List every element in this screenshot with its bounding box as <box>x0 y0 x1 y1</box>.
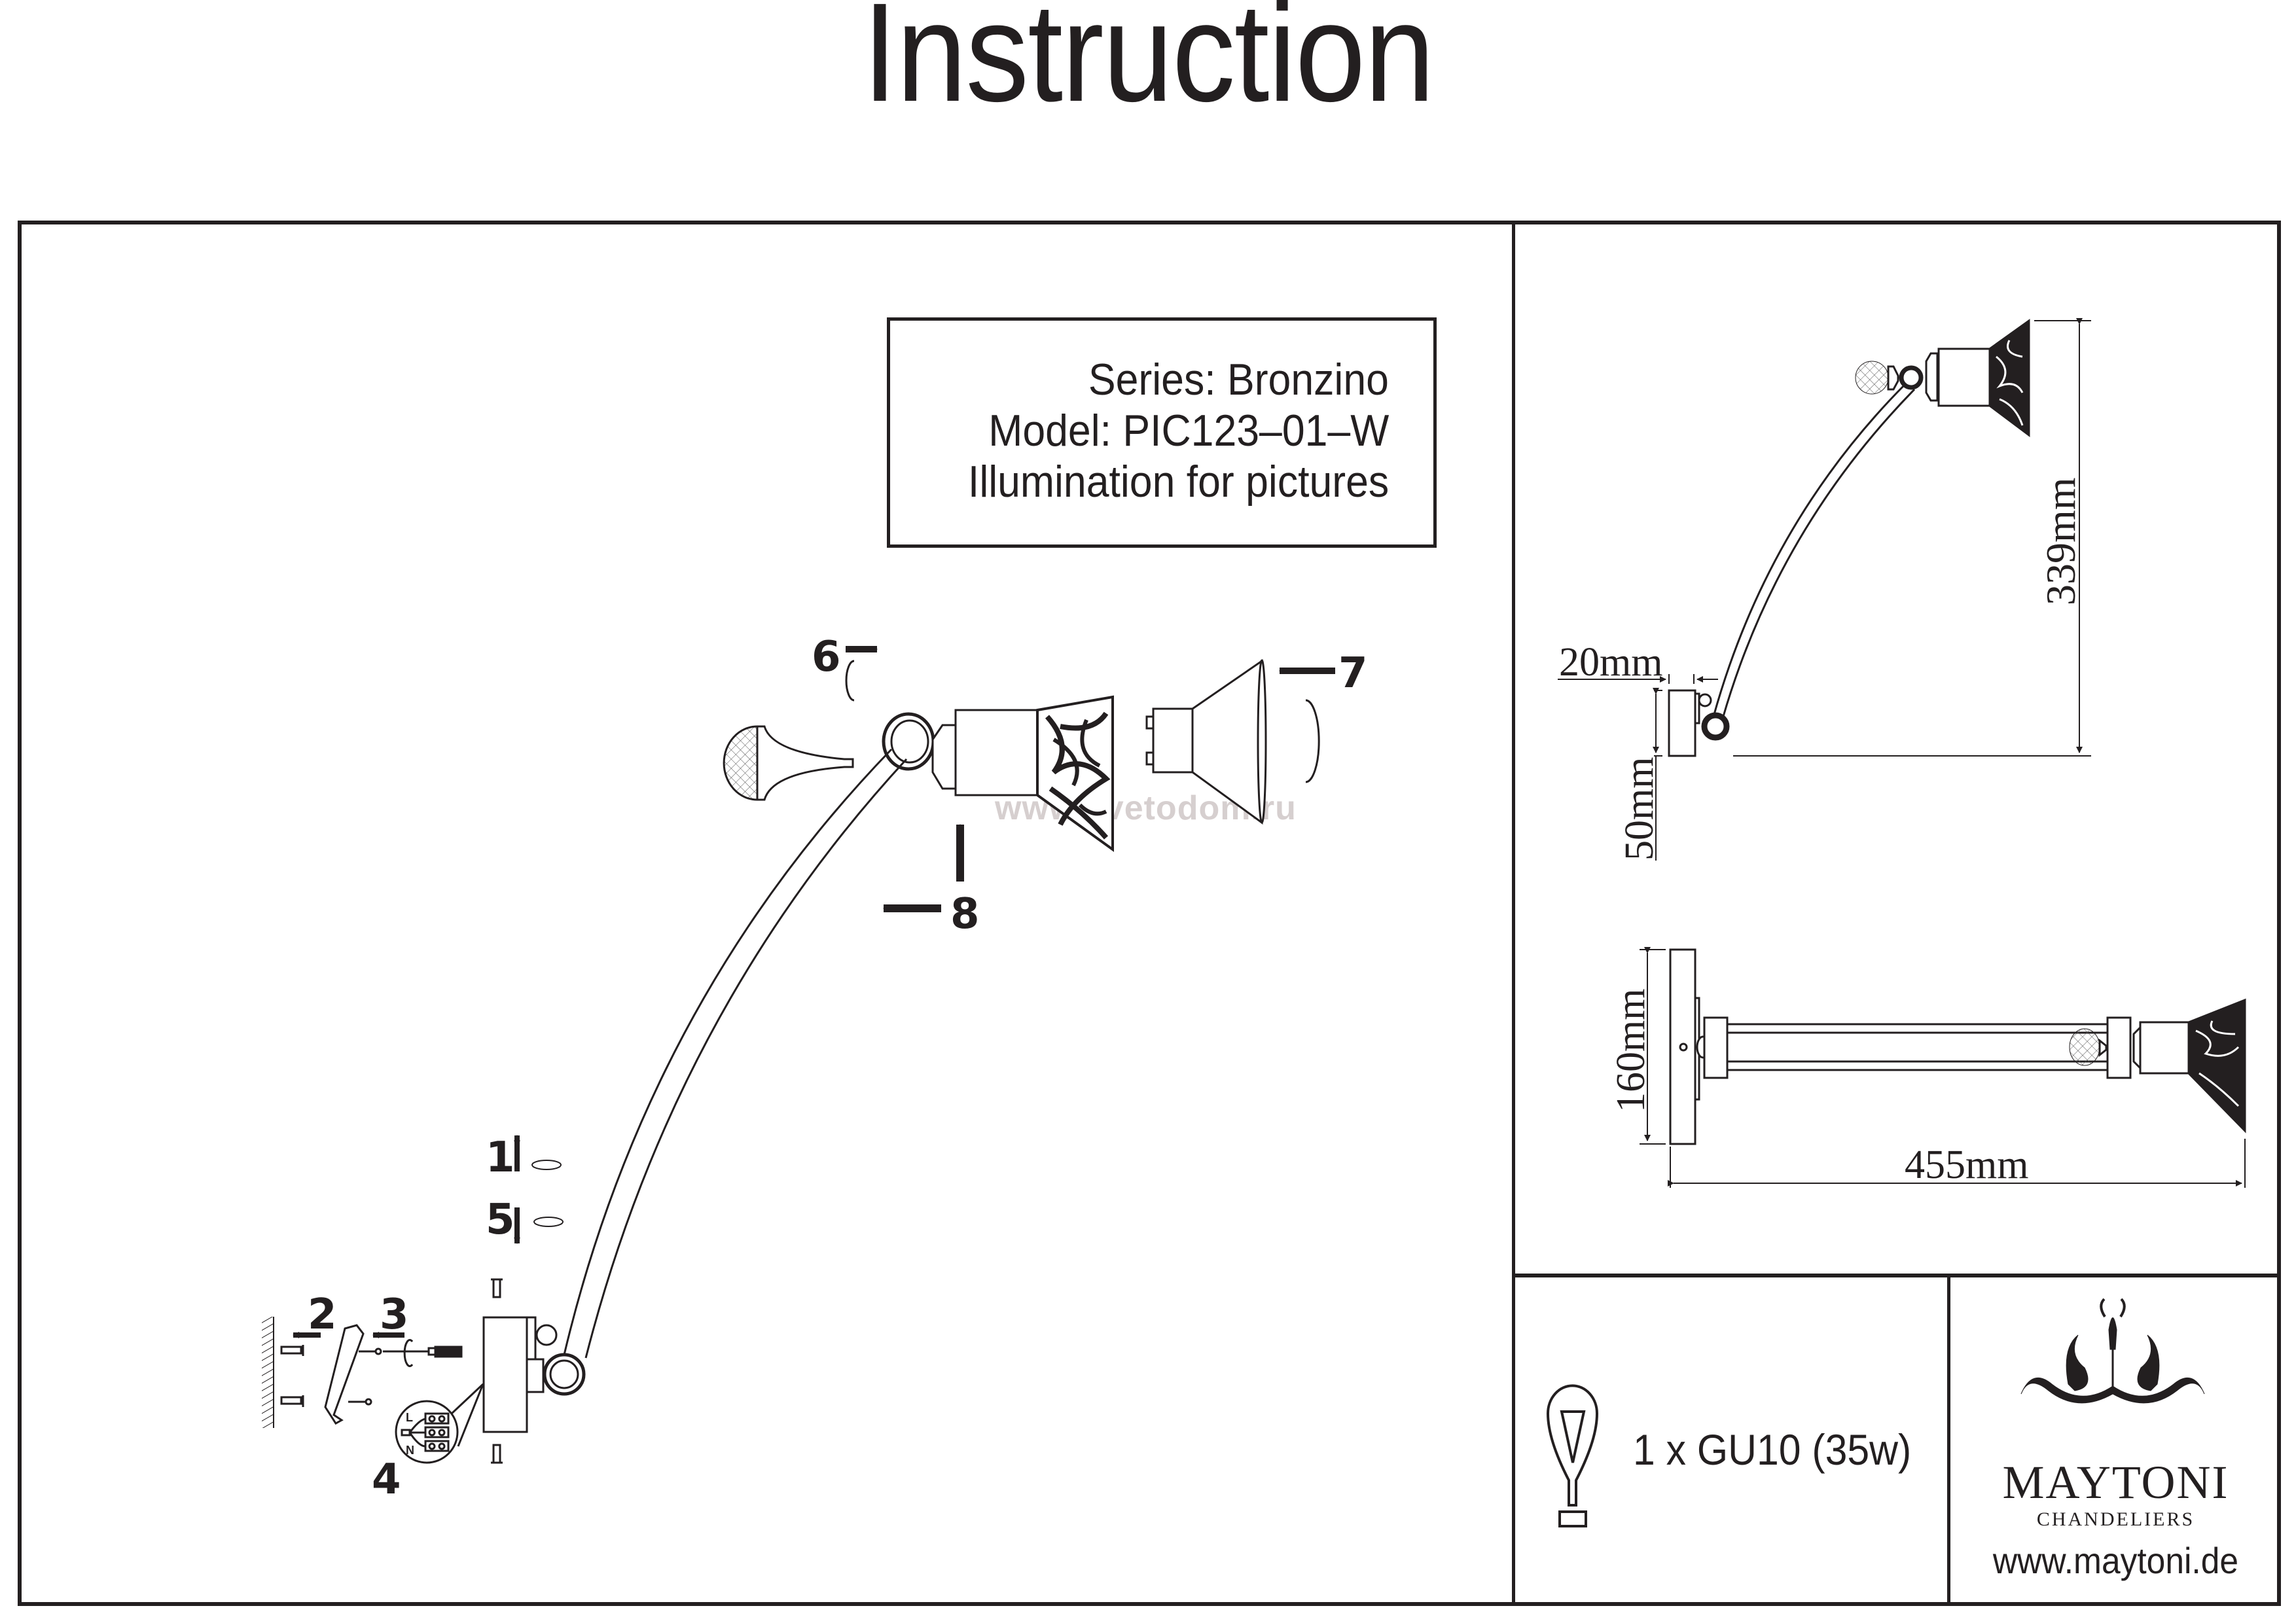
content-frame <box>18 221 2281 1606</box>
model-label: Model: PIC123–01–W <box>988 406 1389 455</box>
decorative-shade <box>1036 695 1114 852</box>
terminal-block-detail <box>395 1383 484 1464</box>
step-5-label: 5 <box>486 1196 515 1244</box>
base-height-dimension <box>1653 688 1662 861</box>
base-height-dimension-label: 50mm <box>1617 757 1662 861</box>
crystal-finial-icon <box>723 725 854 801</box>
step-3-label: 3 <box>380 1291 409 1339</box>
plate-width-dimension <box>1640 947 1666 1145</box>
top-view-drawing <box>1669 948 2246 1145</box>
wall-hatch <box>262 1317 274 1428</box>
product-info-box: Series: Bronzino Model: PIC123–01–W Illu… <box>887 317 1437 548</box>
step-7-label: 7 <box>1338 649 1368 698</box>
brand-url[interactable]: www.maytoni.de <box>1992 1540 2239 1581</box>
neutral-terminal-label: N <box>406 1444 414 1457</box>
gu10-bulb-icon <box>1145 659 1267 825</box>
length-dimension <box>1668 1139 2246 1188</box>
panel-divider-footer <box>1947 1274 1950 1606</box>
step-2-label: 2 <box>308 1291 337 1339</box>
height-dimension-label: 339mm <box>2037 477 2084 605</box>
offset-dimension <box>1558 674 1718 684</box>
screws-icon <box>348 1347 382 1406</box>
step-4-label: 4 <box>372 1455 401 1504</box>
step-5-rotate-icon <box>533 1217 564 1227</box>
step-1-label: 1 <box>486 1133 515 1182</box>
live-terminal-label: L <box>406 1411 413 1424</box>
bulb-spec-label: 1 x GU10 (35w) <box>1633 1425 1912 1474</box>
wall-box <box>482 1316 558 1433</box>
wall-plugs-icon <box>280 1345 304 1407</box>
step-8-label: 8 <box>950 890 980 938</box>
step-6-rotate-icon <box>845 660 855 702</box>
offset-dimension-label: 20mm <box>1559 640 1662 685</box>
lamp-holder <box>931 709 1039 796</box>
step-7-rotate-icon <box>1305 699 1320 783</box>
brand-subtitle: CHANDELIERS <box>2036 1508 2195 1530</box>
step-1-rotate-icon <box>531 1160 562 1170</box>
box-screws-icon <box>491 1278 503 1464</box>
plate-width-dimension-label: 160mm <box>1609 989 1653 1113</box>
light-bulb-icon <box>1546 1384 1599 1527</box>
mounting-bracket-icon <box>324 1324 365 1425</box>
lamp-arm <box>563 748 908 1359</box>
step-6-label: 6 <box>812 633 841 681</box>
screwdriver-icon <box>383 1339 463 1367</box>
description-label: Illumination for pictures <box>967 457 1389 507</box>
height-dimension <box>1733 318 2091 757</box>
panel-divider-vertical <box>1512 221 1515 1606</box>
side-view-drawing <box>1668 319 2030 757</box>
panel-divider-horizontal <box>1512 1274 2281 1277</box>
upper-pivot-ring <box>882 712 935 771</box>
page-title: Instruction <box>862 0 1435 131</box>
length-dimension-label: 455mm <box>1905 1143 2028 1187</box>
brand-name: MAYTONI <box>2002 1456 2229 1508</box>
series-label: Series: Bronzino <box>1088 355 1389 404</box>
chandelier-logo-icon <box>2020 1298 2205 1404</box>
lower-pivot-ring <box>543 1353 586 1396</box>
